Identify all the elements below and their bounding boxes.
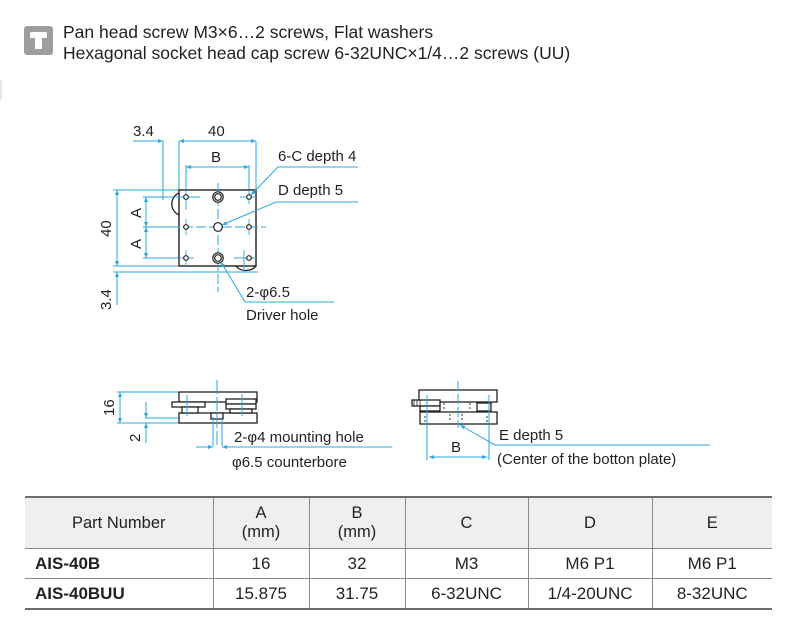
top-view-holes: [183, 191, 252, 264]
spec-table: Part Number A(mm) B(mm) C D E AIS-40B 16…: [25, 496, 772, 610]
callout-driver-hole-size: 2-φ6.5: [246, 284, 290, 301]
top-view: 3.4 40 B 6-C depth 4 D depth 5 40 A A 3.…: [98, 123, 358, 324]
dim-label-b: B: [211, 149, 221, 166]
dim-label-a-upper: A: [128, 208, 145, 218]
cell-a: 16: [212, 548, 310, 579]
leader-d: [221, 201, 358, 226]
callout-counterbore: φ6.5 counterbore: [232, 454, 347, 471]
cell-d: M6 P1: [527, 548, 653, 579]
header-b: B(mm): [308, 496, 406, 549]
micrometer-screw: [411, 399, 441, 407]
side-view-lines: [426, 381, 710, 460]
dim-label-offset-top: 3.4: [133, 123, 154, 140]
leader-driver-hole: [220, 261, 334, 303]
header-c: C: [404, 496, 529, 549]
leader-e: [459, 424, 710, 446]
table-row: AIS-40BUU 15.875 31.75 6-32UNC 1/4-20UNC…: [25, 578, 772, 610]
top-view-dimension-lines: [115, 139, 256, 305]
top-view-leaders: [220, 166, 358, 303]
dim-label-height-16: 16: [101, 399, 118, 416]
callout-e-depth: E depth 5: [499, 427, 563, 444]
dim-label-b-side: B: [451, 439, 461, 456]
right-screw-head-lower: [225, 403, 257, 410]
hidden-lines: [424, 403, 488, 422]
micrometer-threads: [413, 400, 421, 406]
callout-c-depth: 6-C depth 4: [278, 148, 356, 165]
tapped-hole-c: [246, 224, 252, 230]
left-screw-head: [171, 401, 206, 408]
cell-a: 15.875: [212, 578, 310, 610]
table-header-row: Part Number A(mm) B(mm) C D E: [25, 496, 772, 549]
header-part-number: Part Number: [25, 496, 214, 549]
dim-label-height: 40: [98, 220, 115, 237]
dim-label-width: 40: [208, 123, 225, 140]
front-view: 16 2 2-φ4 mounting hole φ6.5 counterbore: [101, 380, 392, 471]
header-a: A(mm): [212, 496, 310, 549]
page-edge-mark: [0, 80, 2, 100]
center-hole-d: [213, 222, 223, 232]
callout-e-location: (Center of the botton plate): [497, 451, 676, 468]
callout-d-depth: D depth 5: [278, 182, 343, 199]
accessory-note-1: Pan head screw M3×6…2 screws, Flat washe…: [63, 22, 434, 42]
right-screw-head-upper: [225, 398, 257, 405]
front-view-center-lines: [186, 380, 243, 447]
table-row: AIS-40B 16 32 M3 M6 P1 M6 P1: [25, 548, 772, 579]
dim-label-offset-bottom: 3.4: [98, 289, 115, 310]
cell-part-number: AIS-40BUU: [25, 578, 214, 610]
front-view-body: [171, 391, 258, 424]
cell-e: 8-32UNC: [651, 578, 772, 610]
cell-c: 6-32UNC: [404, 578, 529, 610]
tapped-hole-c: [183, 194, 189, 200]
front-view-dimension-lines: [118, 392, 148, 443]
micrometer-knob-bottom: [235, 265, 257, 272]
dim-label-2: 2: [127, 434, 144, 442]
dim-label-a-lower: A: [128, 239, 145, 249]
tapped-hole-c: [246, 255, 252, 261]
cell-e: M6 P1: [651, 548, 772, 579]
top-plate-side: [178, 391, 258, 403]
header-e: E: [651, 496, 772, 549]
cell-c: M3: [404, 548, 529, 579]
micrometer-knob-left: [171, 192, 180, 216]
accessory-note-2: Hexagonal socket head cap screw 6-32UNC×…: [63, 43, 571, 63]
leader-c: [250, 166, 358, 196]
header-d: D: [527, 496, 653, 549]
tapped-hole-c: [183, 255, 189, 261]
side-view: B E depth 5 (Center of the botton plate): [411, 381, 710, 468]
cell-part-number: AIS-40B: [25, 548, 214, 579]
technical-drawing: 3.4 40 B 6-C depth 4 D depth 5 40 A A 3.…: [98, 123, 710, 471]
cell-b: 32: [308, 548, 406, 579]
tapped-hole-c: [246, 194, 252, 200]
callout-mounting-hole: 2-φ4 mounting hole: [234, 429, 364, 446]
cell-d: 1/4-20UNC: [527, 578, 653, 610]
screw-icon: [24, 26, 53, 55]
cell-b: 31.75: [308, 578, 406, 610]
callout-driver-hole-label: Driver hole: [246, 307, 319, 324]
side-view-body: [411, 389, 498, 425]
tapped-hole-c: [183, 224, 189, 230]
